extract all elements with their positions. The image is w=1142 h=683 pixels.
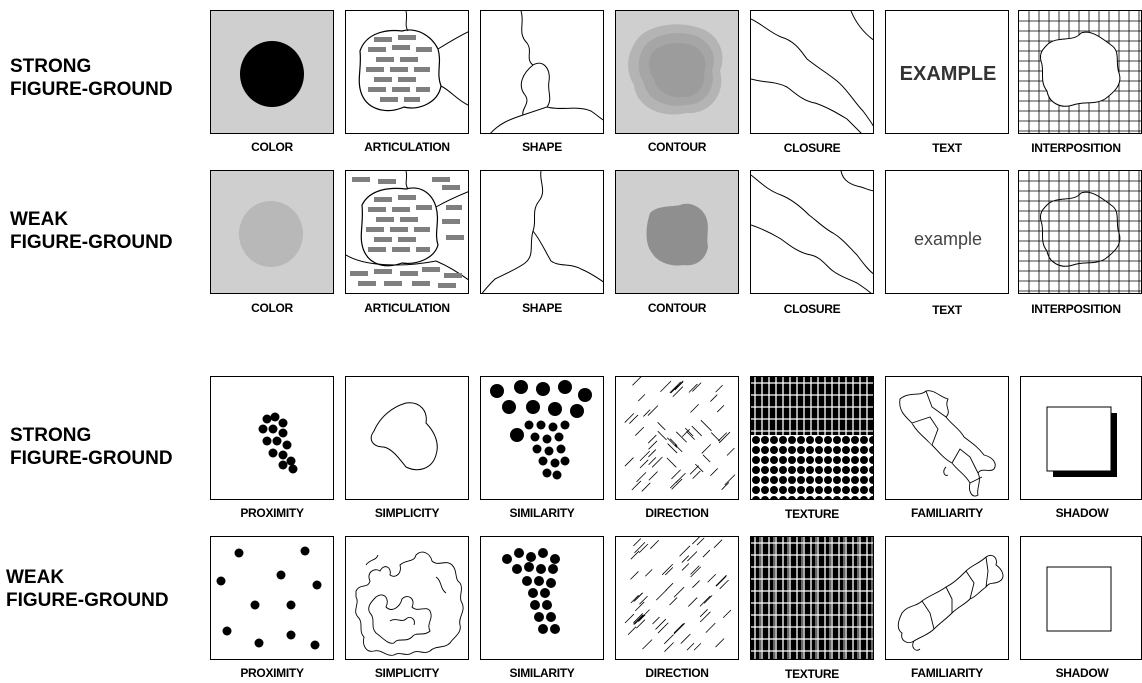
text-example-weak: example [886, 229, 1009, 250]
panel-shape-strong [480, 10, 604, 134]
row-label-3: STRONG FIGURE-GROUND [10, 424, 205, 470]
caption-similarity: SIMILARITY [472, 506, 612, 520]
panel-proximity-strong [210, 376, 334, 500]
panel-interposition-strong [1018, 10, 1142, 134]
panel-contour-weak [615, 170, 739, 294]
caption-closure: CLOSURE [742, 302, 882, 316]
panel-color-weak [210, 170, 334, 294]
panel-interposition-weak [1018, 170, 1142, 294]
panel-direction-weak [615, 536, 739, 660]
text-example-strong: EXAMPLE [886, 63, 1009, 86]
caption-shape: SHAPE [472, 140, 612, 154]
caption-articulation: ARTICULATION [337, 140, 477, 154]
panel-articulation-weak [345, 170, 469, 294]
panel-shadow-strong [1020, 376, 1142, 500]
caption-shape: SHAPE [472, 301, 612, 315]
caption-texture: TEXTURE [742, 667, 882, 681]
caption-contour: CONTOUR [607, 140, 747, 154]
caption-shadow: SHADOW [1012, 666, 1142, 680]
caption-text: TEXT [877, 303, 1017, 317]
panel-articulation-strong [345, 10, 469, 134]
panel-similarity-strong [480, 376, 604, 500]
panel-texture-strong [750, 376, 874, 500]
panel-familiarity-weak [885, 536, 1009, 660]
row-label-1: STRONG FIGURE-GROUND [10, 55, 205, 101]
panel-familiarity-strong [885, 376, 1009, 500]
panel-simplicity-weak [345, 536, 469, 660]
caption-direction: DIRECTION [607, 666, 747, 680]
caption-similarity: SIMILARITY [472, 666, 612, 680]
caption-familiarity: FAMILIARITY [877, 506, 1017, 520]
caption-simplicity: SIMPLICITY [337, 506, 477, 520]
panel-simplicity-strong [345, 376, 469, 500]
caption-color: COLOR [202, 140, 342, 154]
panel-closure-weak [750, 170, 874, 294]
panel-text-weak: example [885, 170, 1009, 294]
panel-texture-weak [750, 536, 874, 660]
caption-proximity: PROXIMITY [202, 506, 342, 520]
panel-closure-strong [750, 10, 874, 134]
caption-simplicity: SIMPLICITY [337, 666, 477, 680]
row-label-4: WEAK FIGURE-GROUND [6, 566, 201, 612]
caption-contour: CONTOUR [607, 301, 747, 315]
caption-interposition: INTERPOSITION [1010, 302, 1142, 316]
panel-similarity-weak [480, 536, 604, 660]
caption-direction: DIRECTION [607, 506, 747, 520]
caption-interposition: INTERPOSITION [1010, 141, 1142, 155]
panel-color-strong [210, 10, 334, 134]
caption-text: TEXT [877, 141, 1017, 155]
panel-text-strong: EXAMPLE [885, 10, 1009, 134]
caption-familiarity: FAMILIARITY [877, 666, 1017, 680]
row-label-2: WEAK FIGURE-GROUND [10, 208, 205, 254]
caption-texture: TEXTURE [742, 507, 882, 521]
caption-color: COLOR [202, 301, 342, 315]
caption-articulation: ARTICULATION [337, 301, 477, 315]
panel-shape-weak [480, 170, 604, 294]
caption-proximity: PROXIMITY [202, 666, 342, 680]
caption-closure: CLOSURE [742, 141, 882, 155]
panel-shadow-weak [1020, 536, 1142, 660]
panel-direction-strong [615, 376, 739, 500]
caption-shadow: SHADOW [1012, 506, 1142, 520]
panel-contour-strong [615, 10, 739, 134]
panel-proximity-weak [210, 536, 334, 660]
